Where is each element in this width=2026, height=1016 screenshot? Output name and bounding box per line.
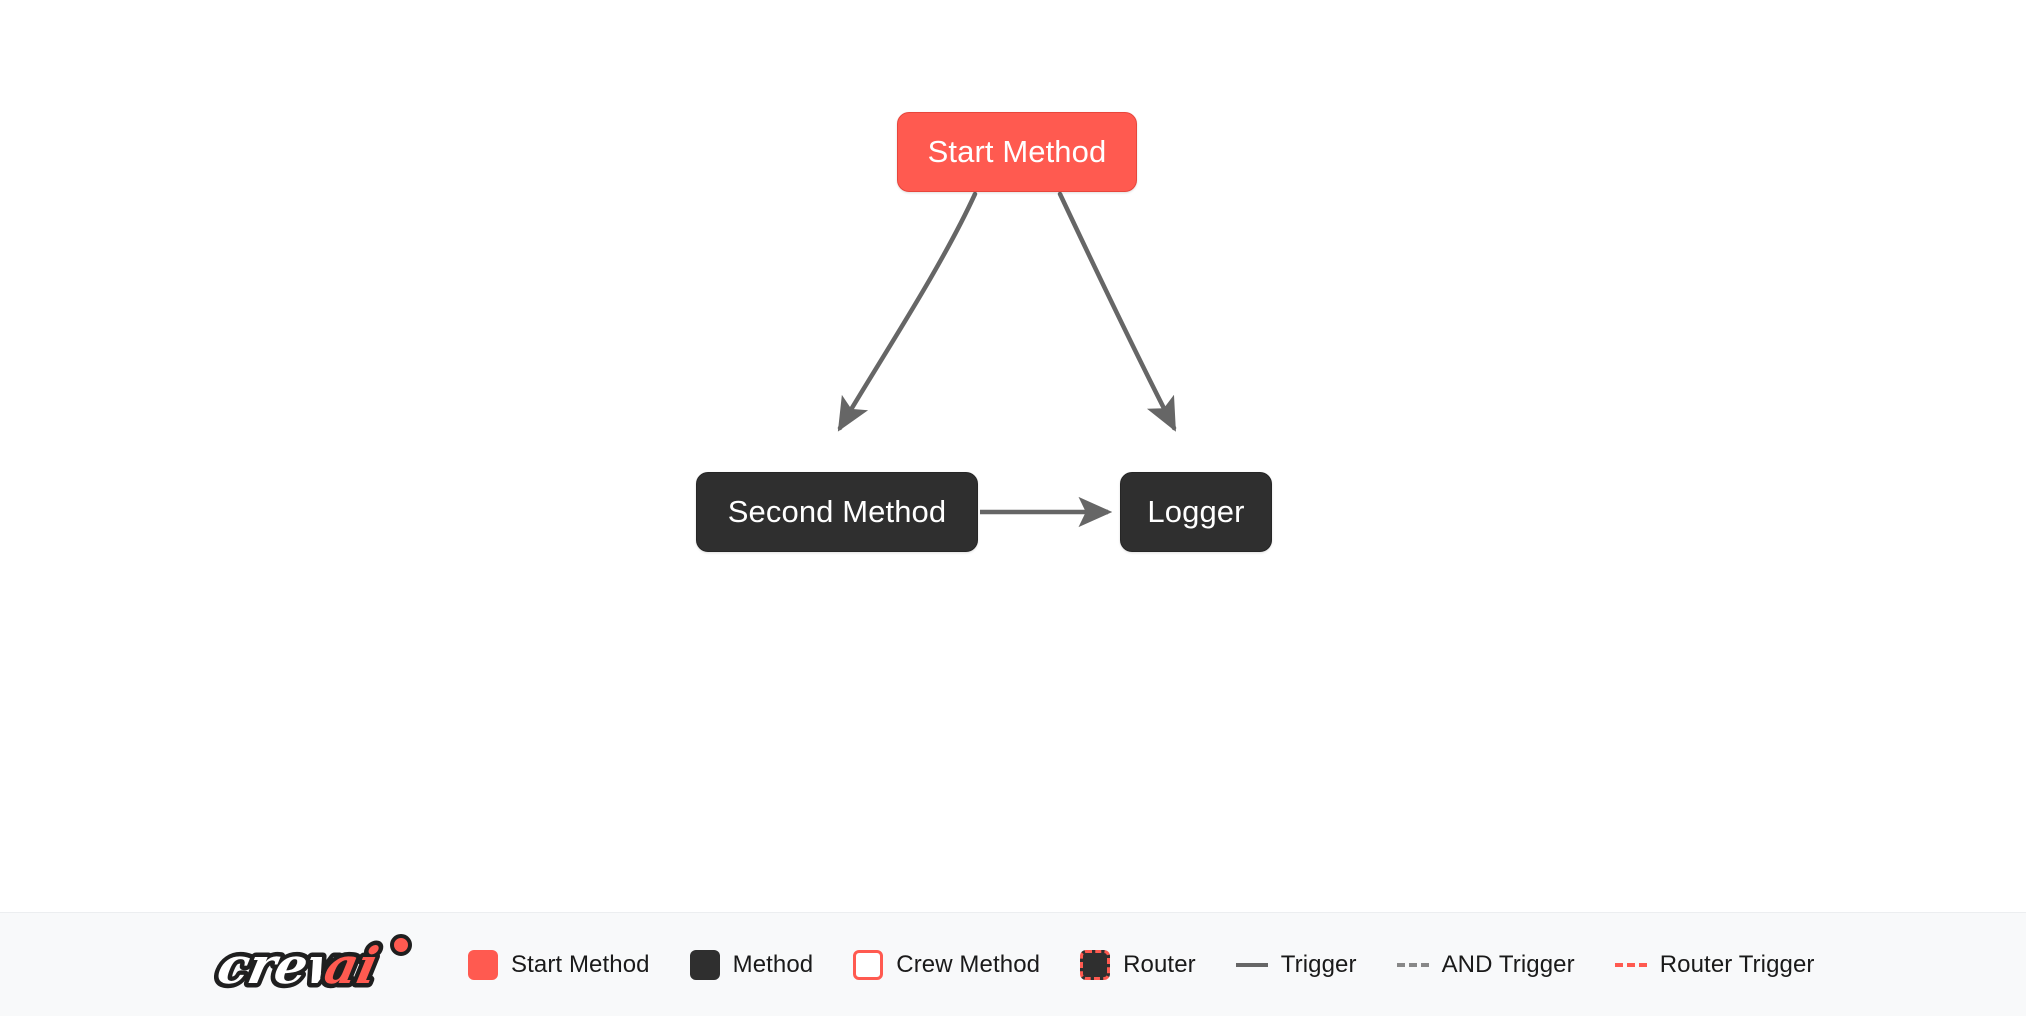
legend-label-start-method: Start Method [511,950,650,978]
legend-label-router-trigger: Router Trigger [1659,950,1815,978]
router-swatch-icon [1080,949,1111,980]
crewai-logo-dot [390,933,412,956]
legend-item-and-trigger[interactable]: AND Trigger [1396,950,1575,979]
legend-item-trigger[interactable]: Trigger [1235,950,1357,979]
legend-items: Start Method Method Crew Method Router T… [468,949,1815,980]
legend-item-method[interactable]: Method [689,949,814,980]
legend-bar: crew ai Start Method Method Crew Method … [0,912,2026,1016]
legend-label-crew-method: Crew Method [896,950,1041,978]
legend-label-trigger: Trigger [1280,950,1357,978]
flow-node-second-method-label: Second Method [727,494,947,529]
flow-node-start-method-label: Start Method [927,134,1107,169]
crewai-logo-text-ai: ai [320,936,384,994]
graph-canvas[interactable]: Start Method Second Method Logger [0,0,2026,912]
flow-node-logger-label: Logger [1147,494,1245,529]
flow-node-second-method[interactable]: Second Method [696,472,978,552]
flow-node-logger[interactable]: Logger [1120,472,1272,552]
legend-item-crew-method[interactable]: Crew Method [853,949,1041,980]
legend-item-start-method[interactable]: Start Method [468,949,650,980]
method-swatch-icon [689,949,720,980]
crewai-logo[interactable]: crew ai [200,932,428,998]
edge-start-to-second [837,191,978,432]
trigger-line-icon [1235,963,1268,967]
flow-node-start-method[interactable]: Start Method [897,112,1137,192]
legend-label-and-trigger: AND Trigger [1441,950,1575,978]
crew-method-swatch-icon [853,949,884,980]
legend-item-router-trigger[interactable]: Router Trigger [1614,950,1815,979]
crewai-logo-text-crew: crew [213,936,358,994]
legend-label-method: Method [732,950,814,978]
legend-label-router: Router [1123,950,1196,978]
legend-item-router[interactable]: Router [1080,949,1196,980]
start-method-swatch-icon [468,949,498,980]
edge-start-to-logger [1057,191,1177,432]
and-trigger-line-icon [1396,963,1429,967]
router-trigger-line-icon [1614,963,1647,967]
